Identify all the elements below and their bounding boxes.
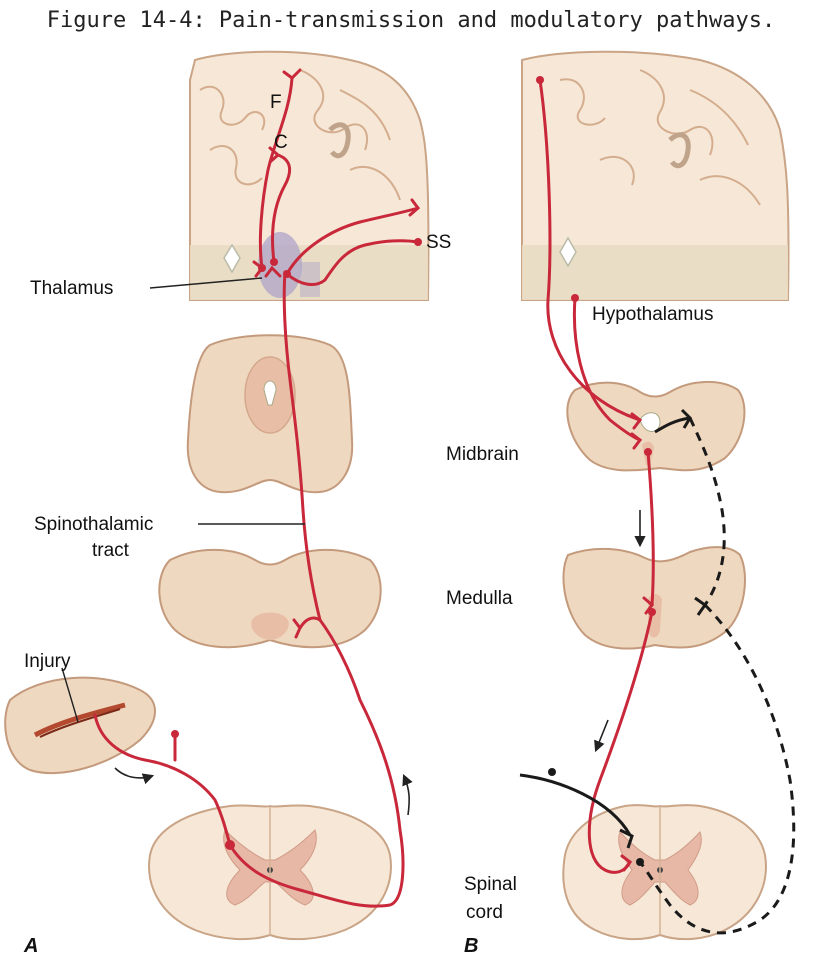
- afferent-direction-arrow: [114, 767, 155, 785]
- injury-tissue: [4, 676, 156, 775]
- injury-leader: [61, 667, 79, 723]
- panel-a: F C SS Thalamus Spinothalamic tract Inju…: [4, 50, 451, 957]
- label-f: F: [270, 92, 282, 113]
- ascending-direction-arrow: [402, 773, 413, 816]
- medullary-descending: [587, 610, 654, 874]
- panel-letter-a: A: [23, 935, 38, 957]
- panel-b: Hypothalamus Midbrain Medulla Spinal cor…: [446, 50, 796, 957]
- descending-arrow-2: [594, 719, 609, 753]
- label-cord: cord: [466, 902, 503, 923]
- label-c: C: [274, 132, 288, 153]
- label-ss: SS: [426, 232, 451, 253]
- pain-pathway-a: [93, 68, 422, 908]
- noradrenergic-pathway-b: [519, 408, 796, 935]
- label-spinothalamic-1: Spinothalamic: [34, 514, 153, 535]
- medulla-section-a: [158, 548, 382, 649]
- midbrain-section-b: [566, 380, 746, 472]
- medulla-section-b: [562, 546, 746, 650]
- label-spinal: Spinal: [464, 874, 517, 895]
- label-injury: Injury: [24, 651, 71, 672]
- brain-section-a: [189, 50, 430, 301]
- spinothalamic-tract: [282, 270, 322, 622]
- brainstem-section-a: [186, 334, 354, 494]
- label-spinothalamic-2: tract: [92, 540, 130, 561]
- figure-title: Figure 14-4: Pain-transmission and modul…: [46, 8, 776, 33]
- label-thalamus: Thalamus: [30, 278, 113, 299]
- thalamus-leader: [149, 277, 263, 289]
- spinal-cord-a: [148, 804, 392, 941]
- brain-section-b: [521, 50, 790, 301]
- spinal-cord-b: [562, 804, 767, 941]
- panel-letter-b: B: [464, 935, 478, 957]
- label-medulla: Medulla: [446, 588, 513, 609]
- modulatory-pathway-b: [536, 76, 656, 874]
- label-midbrain: Midbrain: [446, 444, 519, 465]
- label-hypothalamus: Hypothalamus: [592, 304, 713, 325]
- spinothalamic-ascending: [228, 618, 405, 908]
- primary-afferent: [93, 713, 232, 847]
